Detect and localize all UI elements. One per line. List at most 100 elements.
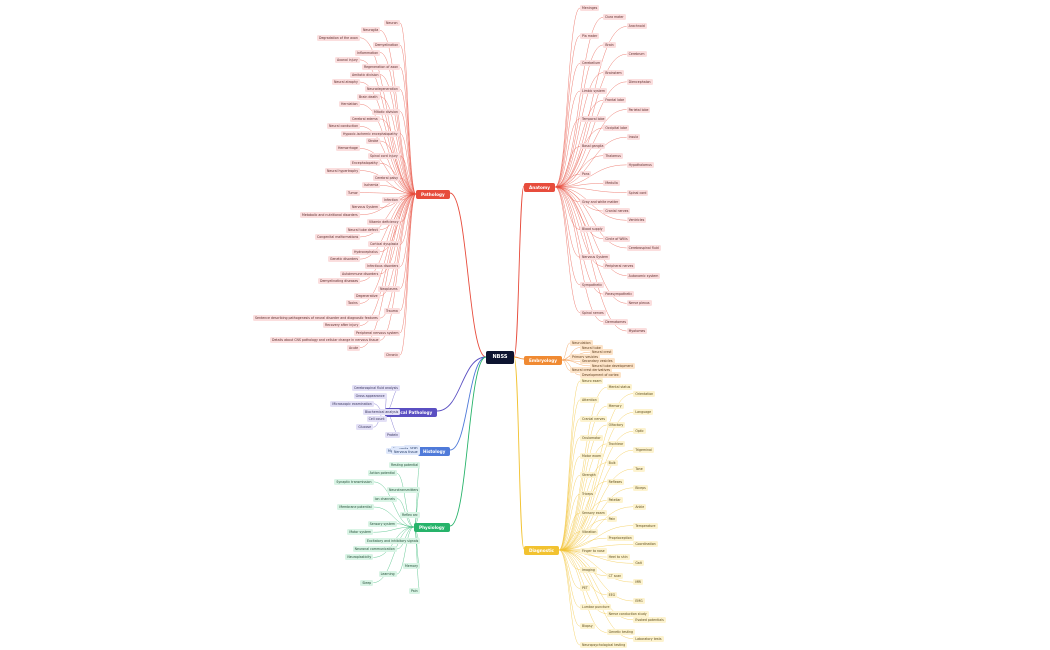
diagnostic-node[interactable]: Heel to shin xyxy=(606,554,630,560)
physiology-node[interactable]: Neurotransmitters xyxy=(387,487,421,494)
embryology-node[interactable]: Development of cortex xyxy=(580,372,621,378)
anatomy-node[interactable]: Cerebrospinal fluid xyxy=(626,244,661,251)
physiology-node[interactable]: Membrane potential xyxy=(337,504,374,510)
pathology-node[interactable]: Demyelination xyxy=(373,42,401,49)
anatomy-node[interactable]: Dermatomes xyxy=(603,318,628,325)
anatomy-node[interactable]: Brain xyxy=(603,41,616,48)
physiology-node[interactable]: Sleep xyxy=(360,579,374,586)
histology-node[interactable]: Nervous tissue xyxy=(392,449,420,455)
embryology-node[interactable]: Neural tube xyxy=(580,344,603,351)
diagnostic-node[interactable]: Imaging xyxy=(580,566,597,573)
embryology-node[interactable]: Neural crest derivatives xyxy=(570,367,613,374)
physiology-node[interactable]: Resting potential xyxy=(389,462,421,468)
pathology-node[interactable]: Chronic xyxy=(384,352,401,358)
clinical-node[interactable]: Cell count xyxy=(366,416,387,423)
pathology-node[interactable]: Genetic disorders xyxy=(328,256,361,263)
pathology-node[interactable]: Infectious disorders xyxy=(365,263,401,270)
anatomy-node[interactable]: Thalamus xyxy=(603,152,623,159)
pathology-node[interactable]: Degenerative xyxy=(354,292,380,299)
diagnostic-node[interactable]: Motor exam xyxy=(580,453,604,460)
diagnostic-node[interactable]: CT scan xyxy=(606,572,624,579)
clinical-node[interactable]: Biochemical analysis xyxy=(363,408,401,415)
anatomy-node[interactable]: Gray and white matter xyxy=(580,198,621,205)
anatomy-node[interactable]: Myotomes xyxy=(626,328,648,334)
anatomy-node[interactable]: Diencephalon xyxy=(626,78,653,85)
pathology-node[interactable]: Trauma xyxy=(384,307,400,314)
diagnostic-node[interactable]: Finger to nose xyxy=(580,547,607,554)
pathology-node[interactable]: Spinal cord injury xyxy=(368,152,400,159)
clinical-node[interactable]: Cerebrospinal fluid analysis xyxy=(352,385,400,391)
anatomy-node[interactable]: Brainstem xyxy=(603,69,624,76)
pathology-node[interactable]: Peripheral nervous system xyxy=(354,329,401,336)
pathology-node[interactable]: Tumor xyxy=(346,189,360,196)
pathology-node[interactable]: Toxins xyxy=(346,300,360,307)
pathology-node[interactable]: Neoplasms xyxy=(378,285,400,292)
diagnostic-node[interactable]: EEG xyxy=(606,591,618,598)
branch-pathology[interactable]: Pathology xyxy=(416,190,450,199)
anatomy-node[interactable]: Cerebellum xyxy=(580,60,603,67)
anatomy-node[interactable]: Nerve plexus xyxy=(626,300,652,307)
pathology-node[interactable]: Degradation of the axon xyxy=(317,34,360,41)
diagnostic-node[interactable]: Pain xyxy=(606,516,618,523)
physiology-node[interactable]: Neuroplasticity xyxy=(345,554,374,561)
branch-physiology[interactable]: Physiology xyxy=(414,523,450,532)
diagnostic-node[interactable]: Trochlear xyxy=(606,440,626,447)
pathology-node[interactable]: Neural hypertrophy xyxy=(325,167,361,174)
pathology-node[interactable]: Inflammation xyxy=(355,49,381,56)
pathology-node[interactable]: Herniation xyxy=(339,101,360,108)
branch-anatomy[interactable]: Anatomy xyxy=(524,183,556,192)
diagnostic-node[interactable]: Oculomotor xyxy=(580,434,603,441)
anatomy-node[interactable]: Temporal lobe xyxy=(580,115,607,122)
pathology-node[interactable]: Acute xyxy=(347,344,361,351)
pathology-node[interactable]: Cortical dysplasia xyxy=(368,241,401,248)
diagnostic-node[interactable]: Biceps xyxy=(633,484,648,491)
anatomy-node[interactable]: Dura mater xyxy=(603,14,626,21)
clinical-node[interactable]: Glucose xyxy=(356,424,374,431)
pathology-node[interactable]: Hydrocephalus xyxy=(352,248,380,255)
physiology-node[interactable]: Ion channels xyxy=(372,495,397,502)
pathology-node[interactable]: Ischemia xyxy=(362,182,381,189)
embryology-node[interactable]: Neural crest xyxy=(590,349,614,356)
pathology-node[interactable]: Neurodegeneration xyxy=(365,86,400,93)
diagnostic-node[interactable]: Cranial nerves xyxy=(580,415,608,422)
physiology-node[interactable]: Neuronal communication xyxy=(352,546,397,552)
pathology-node[interactable]: Cerebral palsy xyxy=(373,174,400,181)
anatomy-node[interactable]: Arachnoid xyxy=(626,23,647,30)
anatomy-node[interactable]: Hypothalamus xyxy=(626,161,654,168)
branch-histology[interactable]: Histology xyxy=(418,447,451,456)
anatomy-node[interactable]: Insula xyxy=(626,134,641,141)
pathology-node[interactable]: Congenital malformations xyxy=(315,233,361,240)
diagnostic-node[interactable]: Bulk xyxy=(606,459,618,466)
diagnostic-node[interactable]: Strength xyxy=(580,472,598,479)
clinical-node[interactable]: Microscopic examination xyxy=(330,400,374,407)
anatomy-node[interactable]: Frontal lobe xyxy=(603,97,627,104)
diagnostic-node[interactable]: Neuropsychological testing xyxy=(580,642,628,648)
embryology-node[interactable]: Secondary vesicles xyxy=(580,358,615,365)
pathology-node[interactable]: Demyelinating diseases xyxy=(318,278,361,285)
anatomy-node[interactable]: Parasympathetic xyxy=(603,291,635,298)
physiology-node[interactable]: Memory xyxy=(403,562,420,569)
physiology-node[interactable]: Excitatory and inhibitory signals xyxy=(365,537,421,544)
anatomy-node[interactable]: Occipital lobe xyxy=(603,124,630,131)
pathology-node[interactable]: Neural atrophy xyxy=(332,79,360,86)
clinical-node[interactable]: Protein xyxy=(385,432,401,438)
pathology-node[interactable]: Details about CNS pathology and cellular… xyxy=(270,337,381,344)
diagnostic-node[interactable]: PET xyxy=(580,585,590,592)
pathology-node[interactable]: Neuroglia xyxy=(361,27,381,34)
pathology-node[interactable]: Regeneration of axon xyxy=(362,64,401,71)
diagnostic-node[interactable]: Trigeminal xyxy=(633,447,654,454)
diagnostic-node[interactable]: Ankle xyxy=(633,503,647,510)
anatomy-node[interactable]: Blood supply xyxy=(580,226,605,233)
clinical-node[interactable]: Gross appearance xyxy=(353,392,387,399)
pathology-node[interactable]: Brain death xyxy=(357,93,380,100)
embryology-node[interactable]: Neural tube development xyxy=(590,362,635,369)
diagnostic-node[interactable]: Coordination xyxy=(633,541,658,548)
diagnostic-node[interactable]: Attention xyxy=(580,396,599,403)
pathology-node[interactable]: Sentence describing pathogenesis of neur… xyxy=(253,315,380,322)
physiology-node[interactable]: Motor system xyxy=(347,529,374,536)
diagnostic-node[interactable]: Language xyxy=(633,409,654,416)
diagnostic-node[interactable]: Nerve conduction study xyxy=(606,610,649,617)
physiology-node[interactable]: Action potential xyxy=(367,470,397,477)
pathology-node[interactable]: Autoimmune disorders xyxy=(340,270,381,277)
pathology-node[interactable]: Neural conduction xyxy=(327,123,361,130)
